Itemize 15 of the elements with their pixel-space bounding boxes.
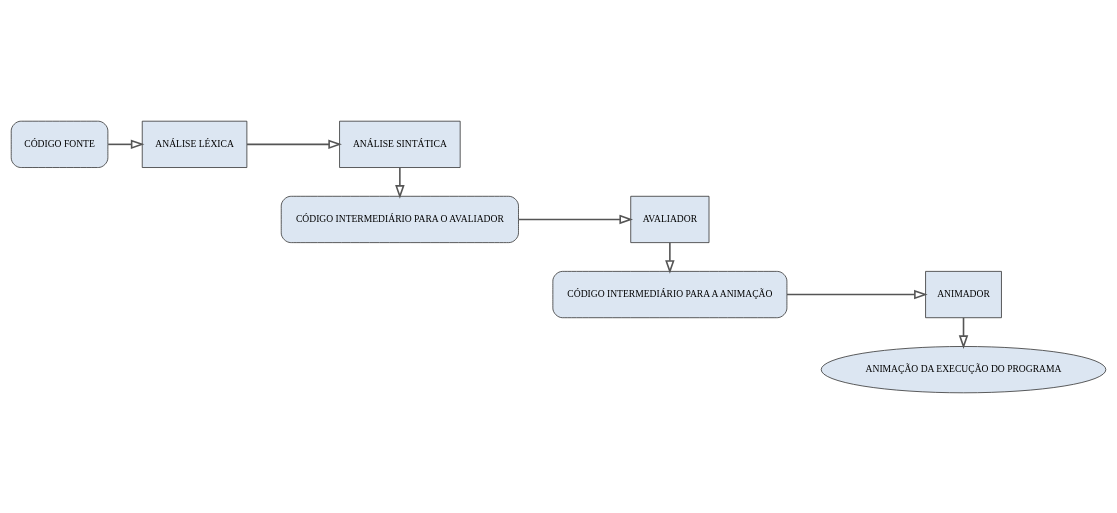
arrow — [246, 139, 342, 149]
arrow — [395, 166, 405, 199]
node-box: CÓDIGO INTERMEDIÁRIO PARA A ANIMAÇÃO — [552, 270, 788, 318]
arrow — [665, 241, 675, 274]
node-box: CÓDIGO INTERMEDIÁRIO PARA O AVALIADOR — [280, 195, 519, 243]
node-box: AVALIADOR — [630, 195, 710, 243]
arrow — [518, 214, 633, 224]
arrow — [958, 316, 969, 349]
node-box: ANÁLISE LÉXICA — [141, 120, 248, 168]
node-box: ANÁLISE SINTÁTICA — [339, 120, 461, 168]
node-box: ANIMADOR — [925, 270, 1002, 318]
arrow — [107, 139, 145, 149]
arrow — [786, 289, 928, 299]
node-box: CÓDIGO FONTE — [10, 120, 109, 168]
node-ellipse: ANIMAÇÃO DA EXECUÇÃO DO PROGRAMA — [820, 345, 1107, 393]
